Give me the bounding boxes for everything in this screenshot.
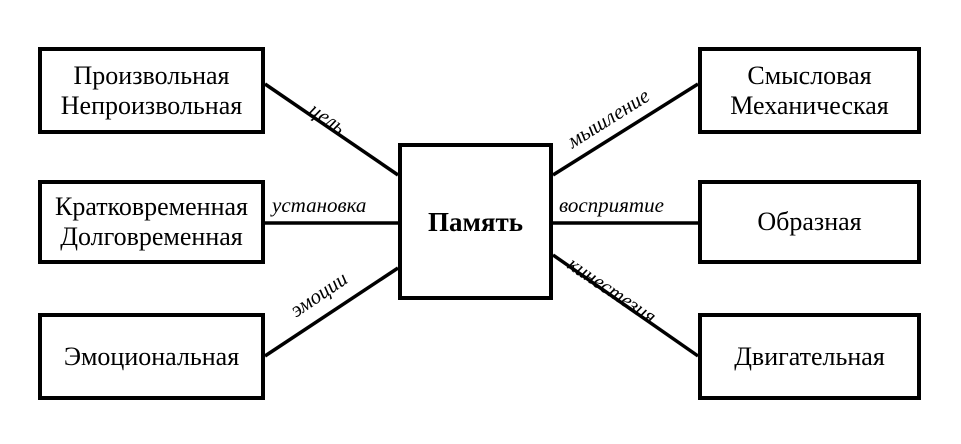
box-motor: Двигательная bbox=[698, 313, 921, 400]
box-semantic: Смысловая Механическая bbox=[698, 47, 921, 134]
box-line: Кратковременная bbox=[54, 192, 249, 221]
box-line: Образная bbox=[757, 207, 862, 236]
box-line: Долговременная bbox=[60, 222, 243, 251]
line-left-bot bbox=[264, 266, 399, 358]
box-line: Эмоциональная bbox=[63, 341, 240, 371]
center-label: Память bbox=[427, 206, 524, 237]
box-duration: Кратковременная Долговременная bbox=[38, 180, 265, 264]
box-figurative: Образная bbox=[698, 180, 921, 264]
box-line: Смысловая bbox=[747, 60, 872, 90]
box-voluntary: Произвольная Непроизвольная bbox=[38, 47, 265, 134]
box-line: Механическая bbox=[730, 90, 889, 120]
line-right-top bbox=[552, 82, 699, 177]
box-line: Произвольная bbox=[73, 60, 230, 90]
box-emotional: Эмоциональная bbox=[38, 313, 265, 400]
line-right-bot bbox=[551, 253, 700, 358]
line-left-top bbox=[264, 82, 399, 177]
edge-label-perception: восприятие bbox=[559, 193, 664, 217]
box-line: Двигательная bbox=[734, 341, 885, 371]
edge-label-set: установка bbox=[272, 193, 367, 217]
box-memory: Память bbox=[398, 143, 553, 300]
box-line: Непроизвольная bbox=[60, 90, 243, 120]
